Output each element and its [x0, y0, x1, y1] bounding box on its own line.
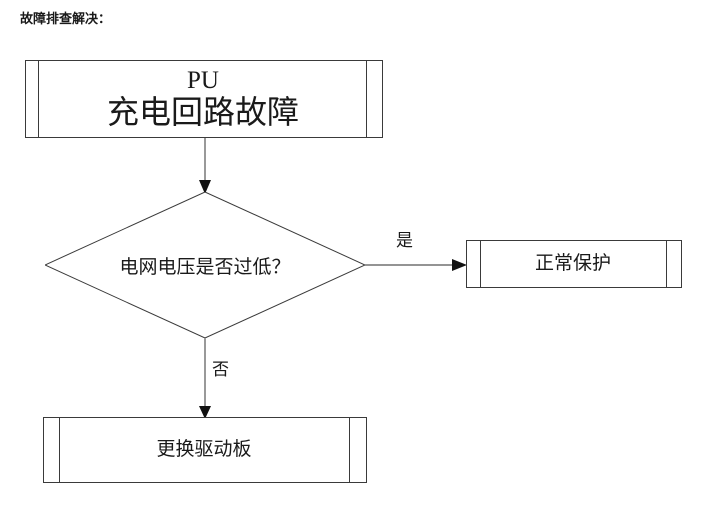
predefined-process-right-bar [366, 61, 367, 137]
node-replace-driver-board-text: 更换驱动板 [60, 418, 348, 482]
predefined-process-left-bar [38, 61, 39, 137]
diamond-shape [45, 192, 365, 338]
node-normal-protection[interactable]: 正常保护 [466, 240, 682, 288]
node-normal-protection-text: 正常保护 [483, 241, 663, 287]
node-normal-protection-label: 正常保护 [534, 252, 611, 274]
node-decision-grid-voltage[interactable]: 电网电压是否过低？ [45, 192, 365, 338]
node-replace-driver-board-label: 更换驱动板 [156, 438, 252, 460]
node-fault-line1: PU [187, 67, 219, 95]
node-fault-charging-circuit[interactable]: PU 充电回路故障 [25, 60, 383, 138]
node-replace-driver-board[interactable]: 更换驱动板 [43, 417, 367, 483]
edge-label-yes: 是 [396, 231, 413, 250]
node-decision-label: 电网电压是否过低？ [119, 256, 291, 278]
node-fault-line2: 充电回路故障 [106, 93, 299, 130]
page-title: 故障排查解决： [20, 11, 112, 26]
predefined-process-right-bar [349, 418, 350, 482]
node-fault-text: PU 充电回路故障 [42, 61, 364, 137]
predefined-process-left-bar [480, 241, 481, 287]
edge-label-no: 否 [212, 360, 229, 379]
predefined-process-right-bar [666, 241, 667, 287]
predefined-process-left-bar [59, 418, 60, 482]
